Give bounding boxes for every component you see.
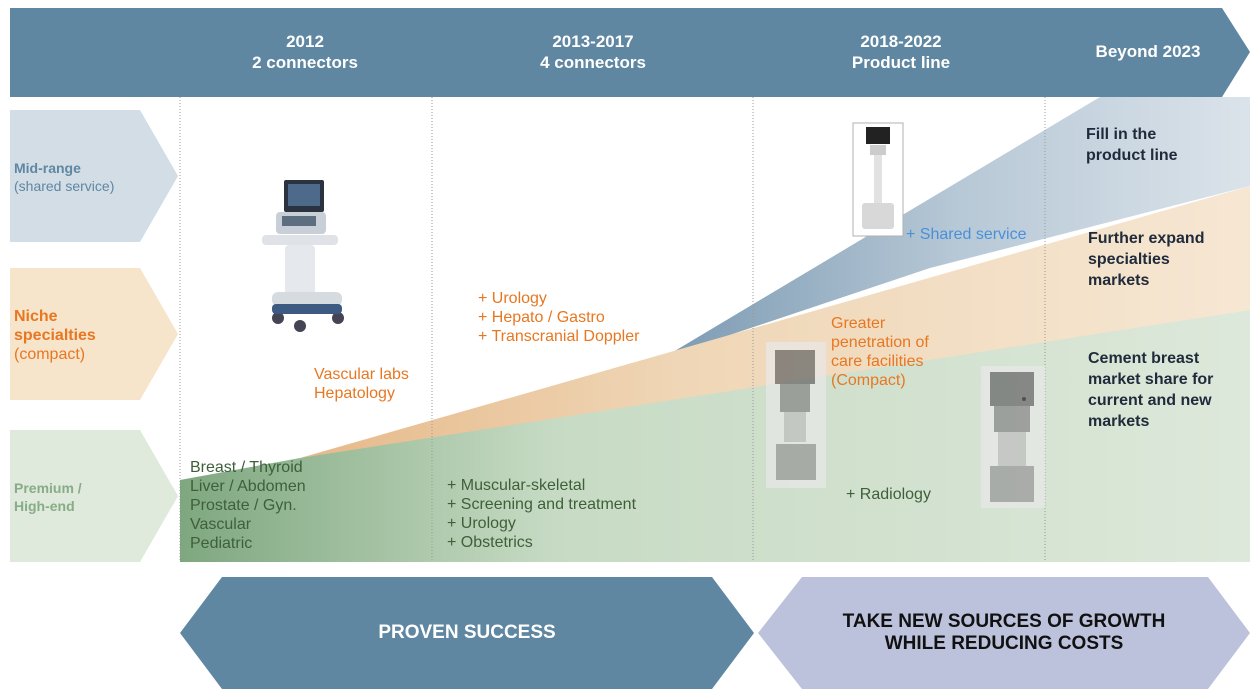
text-line: current and new [1088, 392, 1212, 409]
midrange-band [668, 97, 1250, 355]
text-line: specialties [1088, 251, 1170, 268]
ultrasound-cart-icon [262, 180, 344, 332]
beyond-niche-text: Further expand specialties markets [1088, 228, 1248, 291]
text-line: Vascular labs [314, 366, 409, 383]
segment-premium-title-2: High-end [14, 498, 75, 514]
timeline-2018: 2018-2022 Product line [776, 31, 1026, 73]
timeline-2013: 2013-2017 4 connectors [468, 31, 718, 73]
col2018-niche-text: Greater penetration of care facilities (… [831, 314, 971, 390]
segment-niche-sub: (compact) [14, 346, 86, 363]
text-line: market share for [1088, 371, 1214, 388]
col2018-midrange-text: + Shared service [906, 226, 1027, 243]
col2013-premium-text: + Muscular-skeletal + Screening and trea… [447, 476, 687, 552]
text-line: Liver / Abdomen [190, 478, 306, 495]
text-line: + Hepato / Gastro [478, 309, 605, 326]
timeline-2012: 2012 2 connectors [180, 31, 430, 73]
text-line: + Urology [478, 290, 547, 307]
proven-success-arrow [180, 577, 754, 689]
timeline-2012-desc: 2 connectors [252, 53, 358, 72]
col2012-niche-text: Vascular labs Hepatology [314, 365, 454, 403]
text-line: + Screening and treatment [447, 496, 637, 513]
timeline-2018-desc: Product line [851, 53, 951, 72]
text-line: Breast / Thyroid [190, 459, 303, 476]
segment-midrange-title: Mid-range [14, 160, 81, 176]
niche-band [300, 186, 1250, 458]
timeline-2013-desc: 4 connectors [540, 53, 646, 72]
timeline-2013-year: 2013-2017 [552, 32, 634, 51]
text-line: Fill in the [1086, 126, 1157, 143]
timeline-2018-year: 2018-2022 [860, 32, 942, 51]
col2018-premium-text: + Radiology [846, 486, 931, 503]
segment-premium-title-1: Premium / [14, 480, 82, 496]
timeline-arrow [10, 8, 1250, 97]
compact-cart-icon [852, 122, 904, 237]
text-line: Vascular [190, 516, 252, 533]
timeline-2012-year: 2012 [286, 32, 324, 51]
segment-niche-title-1: Niche [14, 308, 58, 325]
text-line: Hepatology [314, 385, 395, 402]
text-line: product line [1086, 147, 1178, 164]
midrange-chevron [10, 110, 178, 242]
timeline-beyond: Beyond 2023 [1070, 41, 1226, 62]
proven-success-label: PROVEN SUCCESS [378, 622, 556, 643]
text-line: markets [1088, 413, 1150, 430]
growth-label-line2: WHILE REDUCING COSTS [884, 633, 1124, 654]
text-line: Further expand [1088, 230, 1205, 247]
text-line: care facilities [831, 353, 924, 370]
blurred-device-icon [766, 342, 826, 488]
blurred-device-icon-2 [981, 366, 1045, 508]
text-line: Prostate / Gyn. [190, 497, 297, 514]
segment-niche-title-2: specialties [14, 327, 96, 344]
segment-niche: Niche specialties (compact) [14, 307, 174, 364]
col2012-premium-text: Breast / Thyroid Liver / Abdomen Prostat… [190, 458, 350, 553]
text-line: + Transcranial Doppler [478, 328, 640, 345]
niche-chevron [10, 268, 178, 400]
text-line: markets [1088, 272, 1150, 289]
timeline-beyond-label: Beyond 2023 [1095, 42, 1201, 61]
growth-arrow [758, 577, 1250, 689]
segment-midrange: Mid-range (shared service) [14, 159, 174, 195]
text-line: + Muscular-skeletal [447, 477, 586, 494]
premium-chevron [10, 430, 178, 562]
text-line: Greater [831, 315, 886, 332]
text-line: Cement breast [1088, 350, 1200, 367]
beyond-premium-text: Cement breast market share for current a… [1088, 348, 1248, 432]
text-line: penetration of [831, 334, 929, 351]
beyond-midrange-text: Fill in the product line [1086, 124, 1246, 166]
segment-midrange-sub: (shared service) [14, 178, 115, 194]
growth-label: TAKE NEW SOURCES OF GROWTH WHILE REDUCIN… [758, 611, 1250, 655]
segment-premium: Premium / High-end [14, 479, 174, 515]
col2013-niche-text: + Urology + Hepato / Gastro + Transcrani… [478, 289, 698, 346]
growth-label-line1: TAKE NEW SOURCES OF GROWTH [842, 611, 1166, 632]
text-line: (Compact) [831, 372, 906, 389]
text-line: Pediatric [190, 535, 253, 552]
text-line: + Obstetrics [447, 534, 533, 551]
text-line: + Urology [447, 515, 516, 532]
